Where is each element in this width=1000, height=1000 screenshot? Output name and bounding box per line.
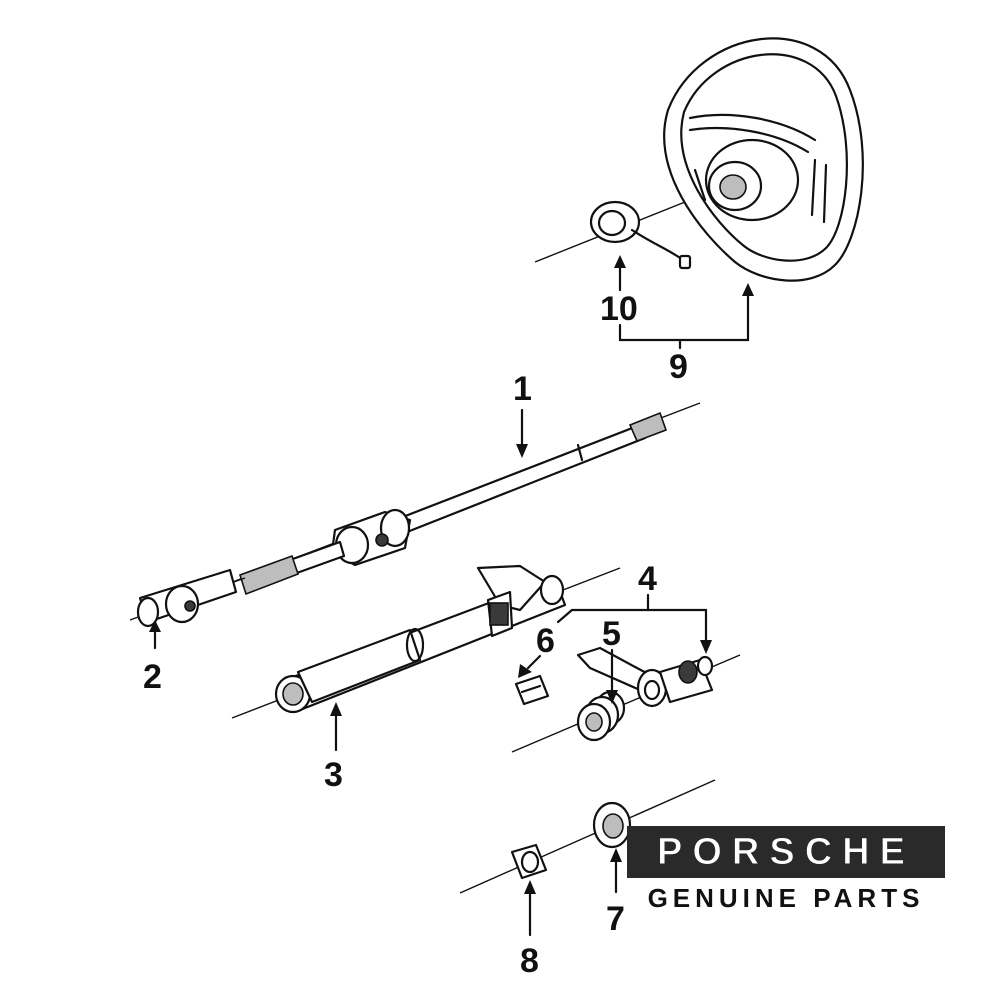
- intermediate-joint: [129, 568, 246, 628]
- ignition-lock-assembly: [511, 646, 741, 753]
- leader-line-3: [330, 702, 342, 752]
- callout-8: 8: [520, 942, 539, 980]
- genuine-parts-tagline: GENUINE PARTS: [647, 883, 925, 913]
- brand-wordmark-background: [627, 826, 945, 878]
- leader-line-2: [149, 620, 161, 650]
- callout-10: 10: [600, 290, 638, 328]
- leader-lines-7-8: [524, 848, 622, 937]
- callout-2: 2: [143, 658, 162, 696]
- leader-lines-4-5-6: [518, 593, 712, 704]
- column-seal: [510, 843, 548, 880]
- leader-line-1: [516, 408, 528, 458]
- steering-shaft: [229, 402, 701, 596]
- callout-6: 6: [536, 622, 555, 660]
- callout-4: 4: [638, 560, 657, 598]
- callout-1: 1: [513, 370, 532, 408]
- porsche-wordmark: PORSCHE: [657, 831, 915, 874]
- callout-5: 5: [602, 615, 621, 653]
- steering-wheel: [534, 37, 864, 282]
- callout-7: 7: [606, 900, 625, 938]
- horn-contact-ring: [589, 200, 692, 270]
- callout-3: 3: [324, 756, 343, 794]
- callout-9: 9: [669, 348, 688, 386]
- leader-lines-9-10: [614, 255, 754, 350]
- column-bearing: [459, 779, 716, 894]
- column-housing: [231, 564, 621, 719]
